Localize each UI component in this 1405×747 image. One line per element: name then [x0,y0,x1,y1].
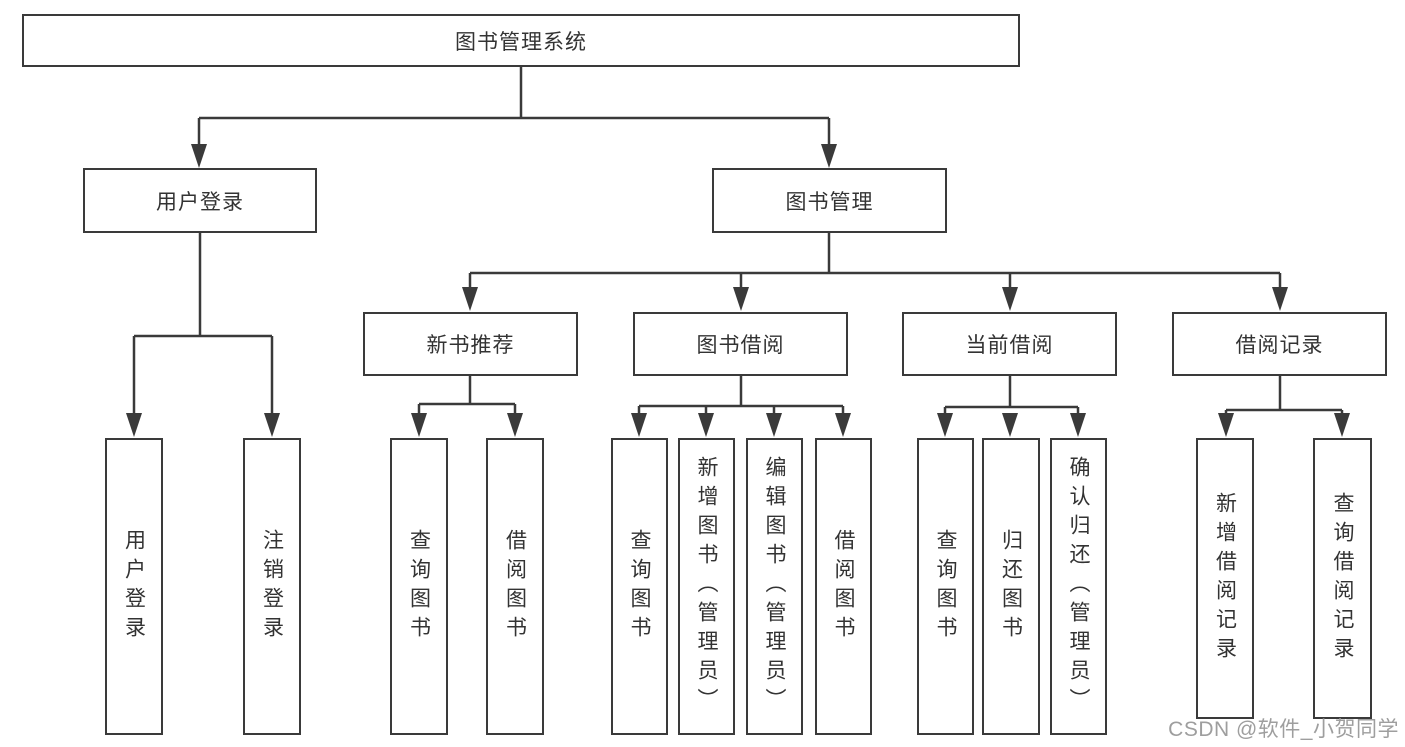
leaf-query-books-recommend: 查询图书 [390,438,448,735]
node-borrow-records: 借阅记录 [1172,312,1387,376]
leaf-logout: 注销登录 [243,438,301,735]
csdn-watermark: CSDN @软件_小贺同学 [1168,718,1399,741]
leaf-query-books-borrow: 查询图书 [611,438,668,735]
leaf-query-books-current: 查询图书 [917,438,974,735]
node-user-login: 用户登录 [83,168,317,233]
leaf-add-books-admin: 新增图书（管理员） [678,438,735,735]
leaf-user-login: 用户登录 [105,438,163,735]
node-book-management: 图书管理 [712,168,947,233]
leaf-confirm-return-admin: 确认归还（管理员） [1050,438,1107,735]
node-library-management-system: 图书管理系统 [22,14,1020,67]
leaf-borrow-books-recommend: 借阅图书 [486,438,544,735]
node-current-borrow: 当前借阅 [902,312,1117,376]
leaf-add-borrow-record: 新增借阅记录 [1196,438,1254,719]
node-book-borrow: 图书借阅 [633,312,848,376]
node-new-book-recommend: 新书推荐 [363,312,578,376]
leaf-return-books: 归还图书 [982,438,1040,735]
leaf-edit-books-admin: 编辑图书（管理员） [746,438,803,735]
leaf-borrow-books: 借阅图书 [815,438,872,735]
leaf-query-borrow-record: 查询借阅记录 [1313,438,1372,719]
